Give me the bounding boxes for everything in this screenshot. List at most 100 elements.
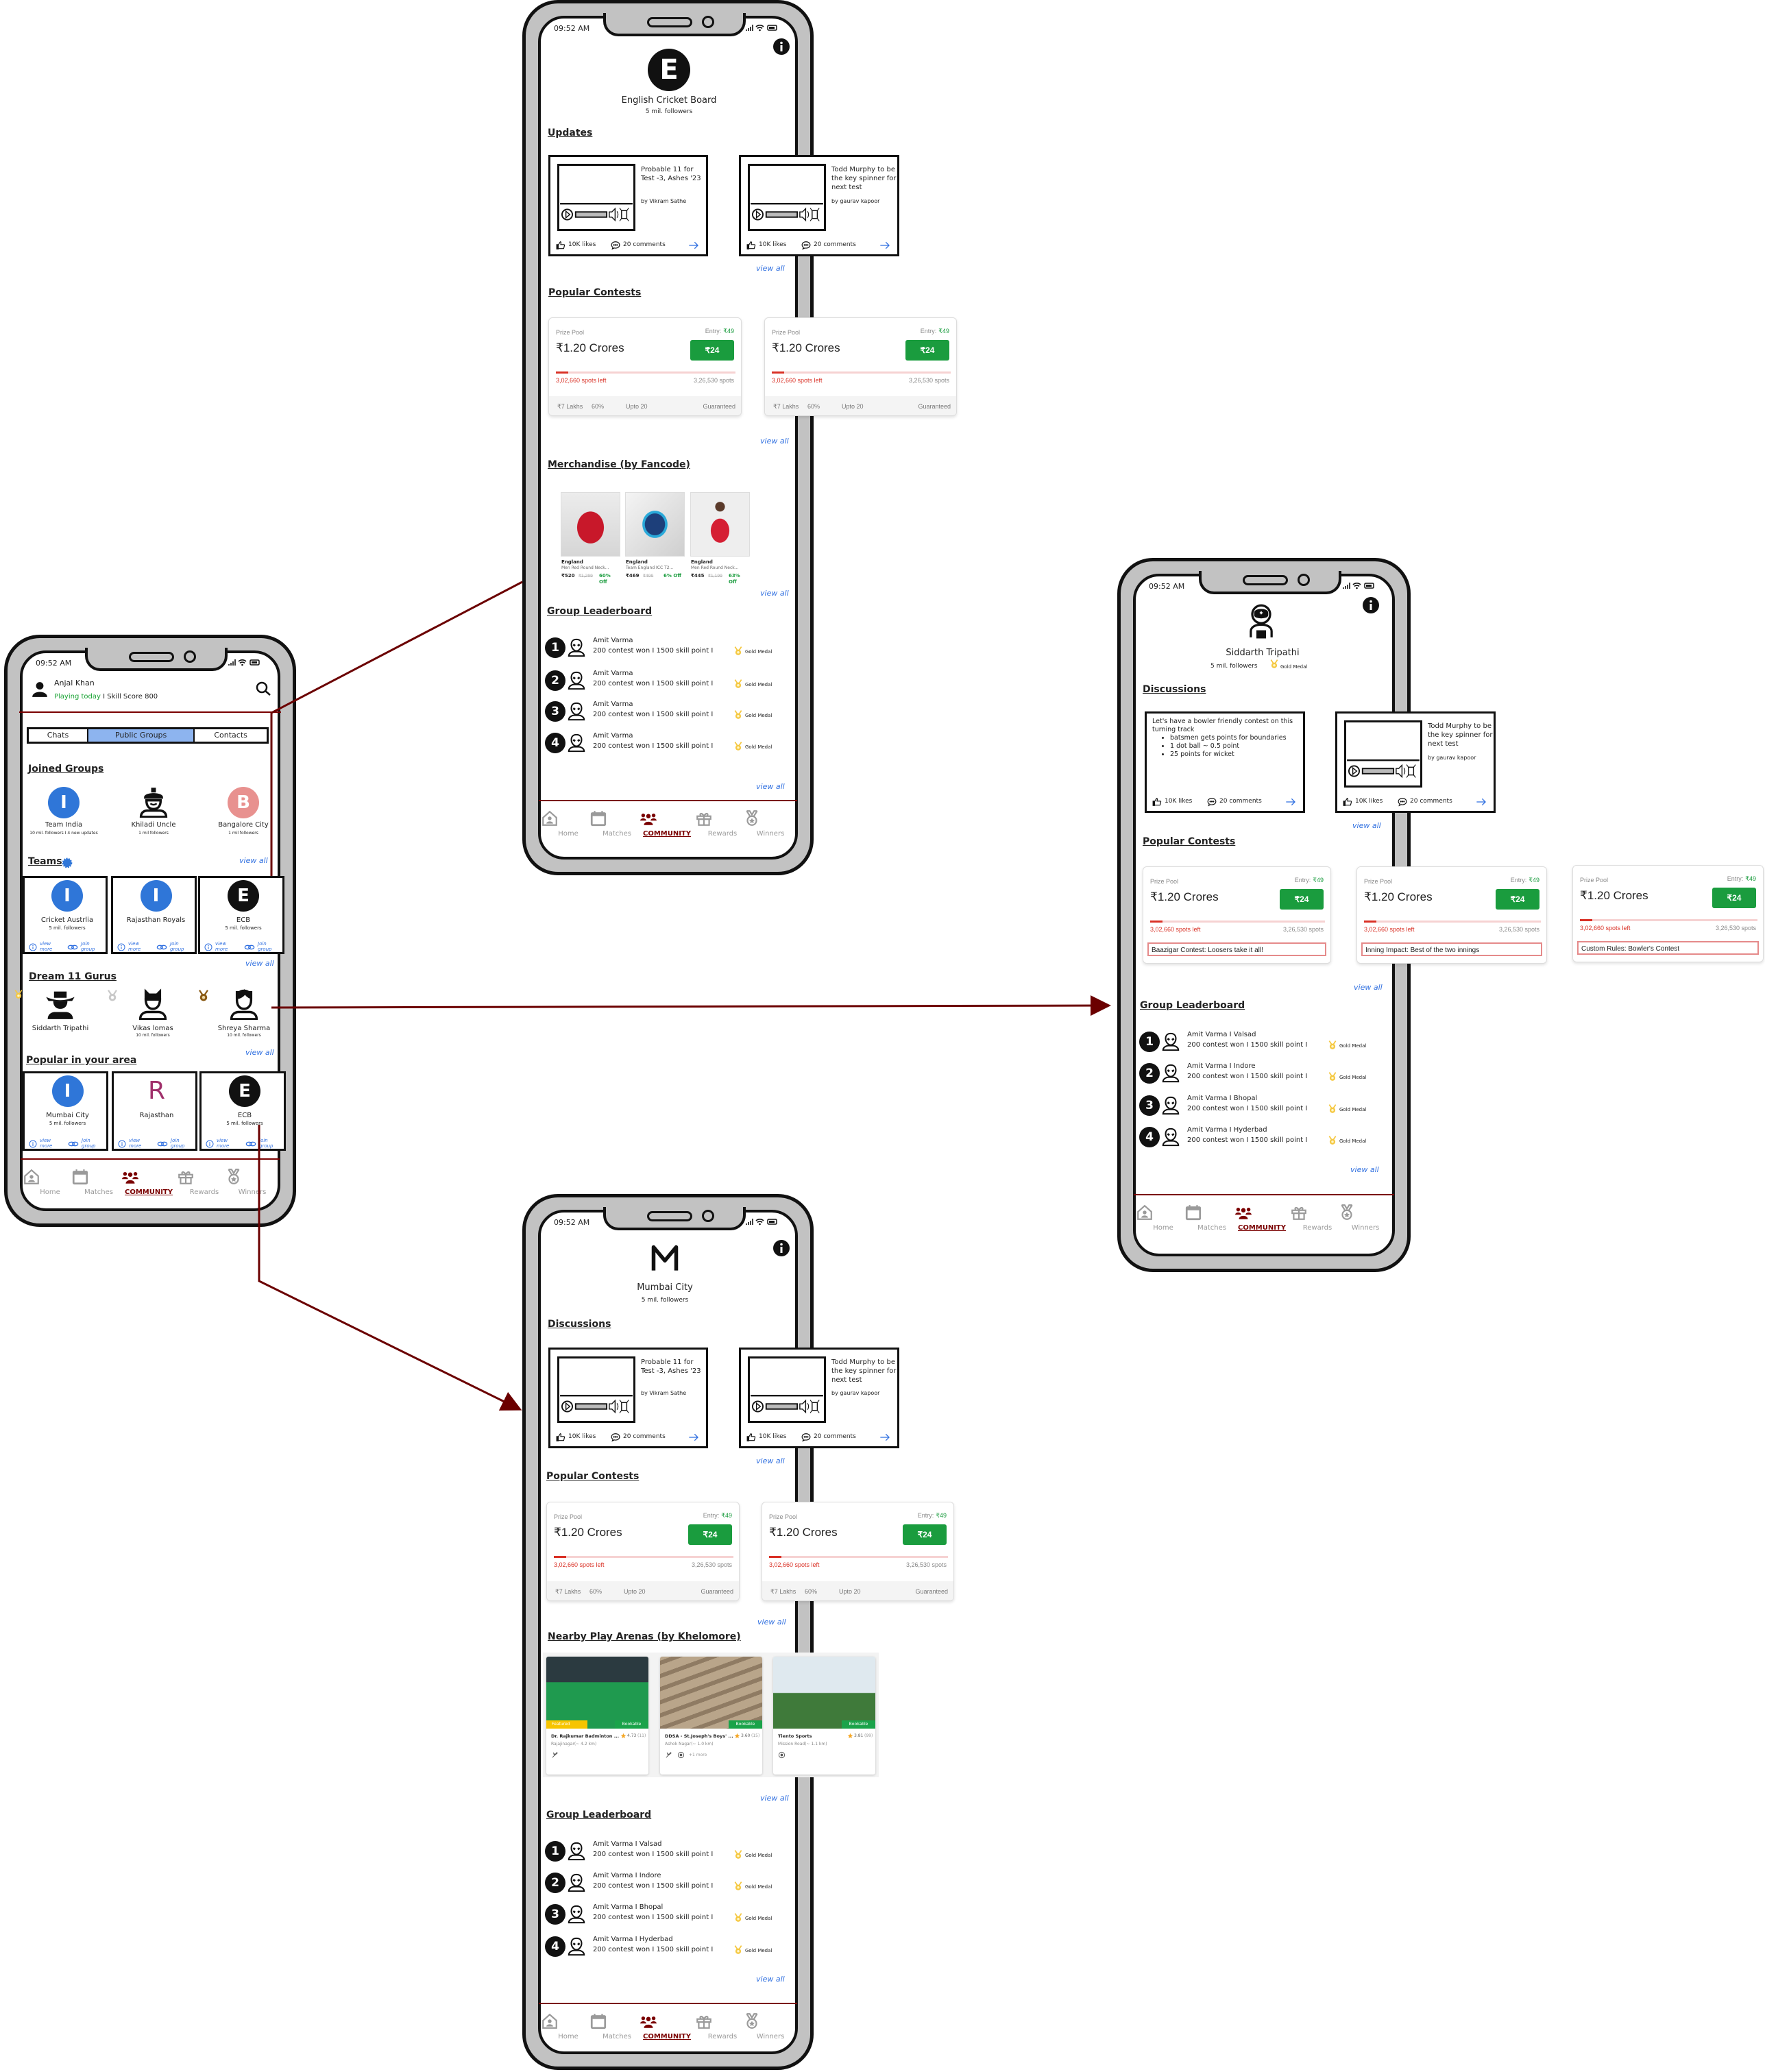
nav-community[interactable]: COMMUNITY (640, 2012, 694, 2040)
nav-winners[interactable]: Winners (1338, 1204, 1393, 1232)
view-all-link[interactable]: view all (756, 1975, 785, 1984)
join-contest-button[interactable]: ₹24 (903, 1524, 947, 1545)
join-group-button[interactable]: Join group (245, 1138, 285, 1150)
nav-community[interactable]: COMMUNITY (640, 809, 694, 838)
join-contest-button[interactable]: ₹24 (1496, 889, 1539, 910)
view-all-link[interactable]: view all (760, 1794, 789, 1803)
tab-contacts[interactable]: Contacts (195, 729, 267, 742)
open-arrow-icon[interactable] (879, 240, 890, 251)
view-all-link[interactable]: view all (756, 1457, 785, 1465)
join-group-button[interactable]: Join group (157, 1138, 197, 1150)
view-more-button[interactable]: view more (117, 941, 155, 953)
nav-rewards[interactable]: Rewards (695, 809, 750, 838)
open-arrow-icon[interactable] (1476, 796, 1487, 807)
nav-home[interactable]: Home (541, 809, 596, 838)
nav-matches[interactable]: Matches (589, 809, 644, 838)
join-group-button[interactable]: Join group (67, 941, 107, 953)
view-all-link[interactable]: view all (757, 1618, 786, 1626)
nav-winners[interactable]: Winners (743, 2012, 798, 2040)
tab-chats[interactable]: Chats (29, 729, 89, 742)
search-icon[interactable] (255, 681, 271, 697)
join-group-button[interactable]: Join group (156, 941, 196, 953)
nav-winners[interactable]: Winners (743, 809, 798, 838)
view-more-button[interactable]: view more (118, 1138, 156, 1150)
info-button-icon[interactable] (773, 38, 790, 55)
nav-community[interactable]: COMMUNITY (1234, 1204, 1289, 1232)
nav-rewards[interactable]: Rewards (695, 2012, 750, 2040)
view-all-link[interactable]: view all (756, 264, 785, 273)
nav-home[interactable]: Home (1136, 1204, 1191, 1232)
view-all-link[interactable]: view all (1352, 821, 1381, 830)
view-all-link[interactable]: view all (245, 1048, 274, 1057)
view-more-button[interactable]: view more (206, 1138, 243, 1150)
join-group-button[interactable]: Join group (244, 941, 284, 953)
update-card[interactable]: Todd Murphy to be the key spinner for ne… (739, 155, 899, 256)
nav-winners[interactable]: Winners (225, 1168, 280, 1196)
nav-rewards[interactable]: Rewards (1290, 1204, 1345, 1232)
view-all-link[interactable]: view all (756, 782, 785, 791)
tab-public-groups[interactable]: Public Groups (88, 729, 195, 742)
join-contest-button[interactable]: ₹24 (1712, 888, 1756, 908)
info-button-icon[interactable] (773, 1240, 790, 1256)
nav-community[interactable]: COMMUNITY (121, 1168, 176, 1196)
join-contest-button[interactable]: ₹24 (688, 1524, 732, 1545)
join-group-button[interactable]: Join group (68, 1138, 108, 1150)
join-contest-button[interactable]: ₹24 (1280, 889, 1324, 910)
info-button-icon[interactable] (1363, 597, 1379, 613)
nav-matches[interactable]: Matches (1184, 1204, 1239, 1232)
update-card[interactable]: Todd Murphy to be the key spinner for ne… (739, 1348, 899, 1448)
open-arrow-icon[interactable] (688, 1432, 699, 1443)
open-arrow-icon[interactable] (879, 1432, 890, 1443)
view-all-link[interactable]: view all (245, 959, 274, 968)
view-all-link[interactable]: view all (760, 437, 789, 446)
open-arrow-icon[interactable] (1285, 796, 1296, 807)
guru-profile[interactable]: Siddarth Tripathi (14, 987, 105, 1042)
open-arrow-icon[interactable] (688, 240, 699, 251)
view-all-link[interactable]: view all (239, 856, 268, 865)
view-more-button[interactable]: view more (29, 941, 66, 953)
view-all-link[interactable]: view all (1350, 1165, 1379, 1174)
view-all-link[interactable]: view all (760, 589, 789, 598)
view-more-button[interactable]: view more (29, 1138, 66, 1150)
nav-home[interactable]: Home (541, 2012, 596, 2040)
update-card[interactable]: Todd Murphy to be the key spinner for ne… (1335, 711, 1496, 813)
nav-home[interactable]: Home (23, 1168, 77, 1196)
nav-matches[interactable]: Matches (71, 1168, 126, 1196)
view-more-button[interactable]: view more (204, 941, 242, 953)
nav-rewards[interactable]: Rewards (177, 1168, 232, 1196)
